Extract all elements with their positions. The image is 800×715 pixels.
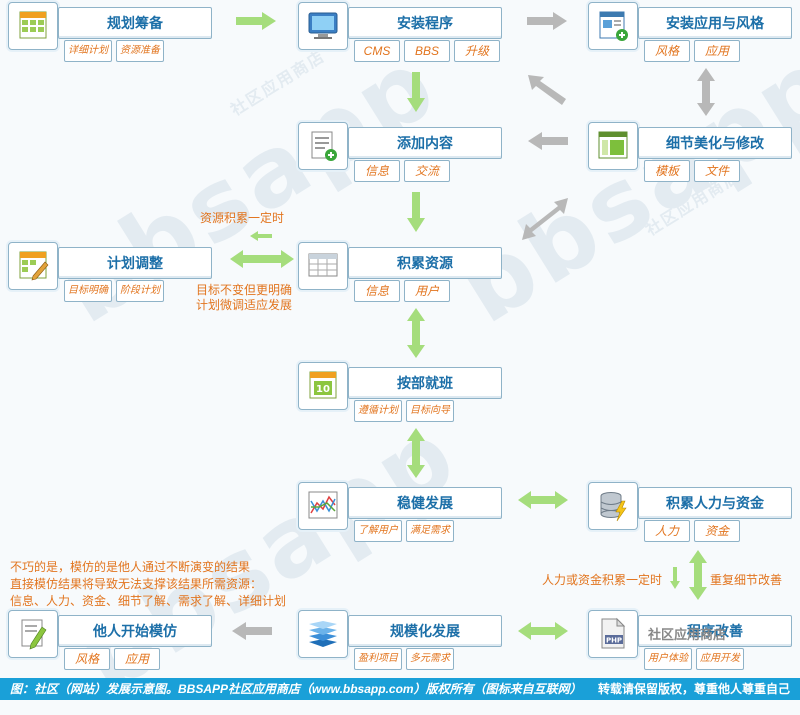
arrow-beautify-to-install [528,75,566,105]
monitor-icon [298,2,348,50]
arrow-accumulate-stepbystep [407,308,425,358]
arrow-stable-manpower [518,491,568,509]
tag: 信息 [354,280,400,302]
node-title: 按部就班 [348,367,502,399]
tag: 目标明确 [64,280,112,302]
window-add-icon [588,2,638,50]
tag: 详细计划 [64,40,112,62]
node-title: 规模化发展 [348,615,502,647]
annotation-goal-line2: 计划微调适应发展 [196,298,293,312]
tag: 信息 [354,160,400,182]
arrow-install-to-content [407,72,425,112]
calendar-date-icon: 10 [298,362,348,410]
node-title: 积累资源 [348,247,502,279]
tag: 了解用户 [354,520,402,542]
svg-text:PHP: PHP [606,637,622,645]
tag: 模板 [644,160,690,182]
tag: 应用开发 [696,648,744,670]
tag: 满足需求 [406,520,454,542]
arrow-content-to-accumulate [407,192,425,232]
php-file-icon: PHP [588,610,638,658]
arrow-adjust-accumulate [230,250,294,268]
node-title: 计划调整 [58,247,212,279]
node-title: 规划筹备 [58,7,212,39]
annotation-imitate-line3: 信息、人力、资金、细节了解、需求了解、详细计划 [10,594,287,608]
node-title: 添加内容 [348,127,502,159]
tag: 应用 [114,648,160,670]
tag: 目标向导 [406,400,454,422]
tag: 阶段计划 [116,280,164,302]
annotation-imitate-line2: 直接模仿结果将导致无法支撑该结果所需资源： [10,577,263,591]
tag: 用户体验 [644,648,692,670]
node-title: 他人开始模仿 [58,615,212,647]
arrow-install-to-apps [527,12,567,30]
calendar-pencil-icon [8,242,58,290]
node-accumulate: 积累资源 信息用户 [298,242,508,312]
arrow-stepbystep-stable [407,428,425,478]
arrow-plan-to-install [236,12,276,30]
corner-watermark: 社区应用商店 [648,627,727,642]
arrow-small-left [250,231,272,241]
node-title: 安装程序 [348,7,502,39]
node-imitate: 他人开始模仿 风格应用 [8,610,218,680]
tag: 多元需求 [406,648,454,670]
database-bolt-icon [588,482,638,530]
tag: 用户 [404,280,450,302]
node-title: 程序改善 [638,615,792,647]
arrow-scale-to-imitate [232,622,272,640]
tag: BBS [404,40,450,62]
annotation-imitate-line1: 不巧的是，模仿的是他人通过不断演变的结果 [10,560,251,574]
calendar-grid-icon [8,2,58,50]
tag: CMS [354,40,400,62]
annotation-manpower-accumulated: 人力或资金积累一定时 [542,573,663,587]
arrow-manpower-improve [689,550,707,600]
tag: 人力 [644,520,690,542]
node-plan: 规划筹备 详细计划资源准备 [8,2,218,72]
tag: 升级 [454,40,500,62]
arrow-beautify-to-content [528,132,568,150]
footer-bar: 图：社区（网站）发展示意图。BBSAPP社区应用商店（www.bbsapp.co… [0,678,800,700]
tag: 应用 [694,40,740,62]
footer-copyright-note: 转载请保留版权，尊重他人尊重自己 [598,682,791,696]
node-title: 安装应用与风格 [638,7,792,39]
node-content: 添加内容 信息交流 [298,122,508,192]
node-scale: 规模化发展 盈利项目多元需求 [298,610,508,680]
arrow-scale-improve [518,622,568,640]
arrow-accumulate-beautify [522,198,568,240]
node-beautify: 细节美化与修改 模板文件 [588,122,798,192]
node-manpower: 积累人力与资金 人力资金 [588,482,798,552]
annotation-goal-line1: 目标不变但更明确 [196,283,293,297]
node-adjust: 计划调整 目标明确阶段计划 [8,242,218,312]
node-title: 细节美化与修改 [638,127,792,159]
svg-text:10: 10 [316,384,330,395]
tag: 风格 [644,40,690,62]
tag: 风格 [64,648,110,670]
node-title: 稳健发展 [348,487,502,519]
annotation-repeat-improve: 重复细节改善 [710,573,783,587]
tag: 资金 [694,520,740,542]
tag: 文件 [694,160,740,182]
table-grid-icon [298,242,348,290]
footer-caption: 图：社区（网站）发展示意图。BBSAPP社区应用商店（www.bbsapp.co… [10,682,582,696]
tag: 盈利项目 [354,648,402,670]
document-pencil-icon [8,610,58,658]
document-add-icon [298,122,348,170]
node-stepbystep: 10 按部就班 遵循计划目标向导 [298,362,508,432]
layout-window-icon [588,122,638,170]
node-title: 积累人力与资金 [638,487,792,519]
tag: 交流 [404,160,450,182]
node-improve: PHP 程序改善 用户体验应用开发 [588,610,798,680]
chart-lines-icon [298,482,348,530]
node-apps: 安装应用与风格 风格应用 [588,2,798,72]
layers-stack-icon [298,610,348,658]
tag: 遵循计划 [354,400,402,422]
node-stable: 稳健发展 了解用户满足需求 [298,482,508,552]
arrow-small-down [670,567,680,589]
tag: 资源准备 [116,40,164,62]
annotation-resource-accumulated: 资源积累一定时 [200,211,285,225]
arrow-apps-beautify [697,68,715,116]
